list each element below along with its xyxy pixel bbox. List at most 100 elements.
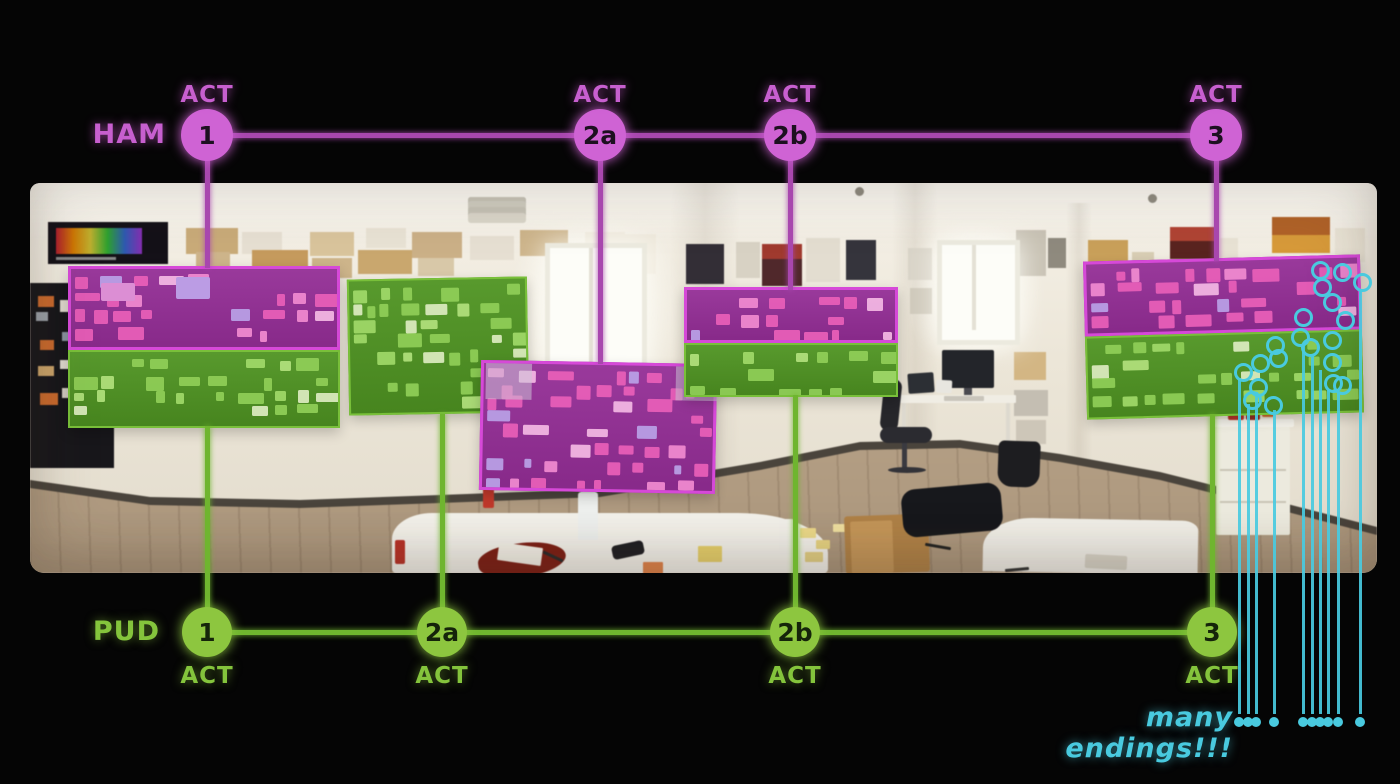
sticky-note (259, 331, 268, 343)
sticky-note (1148, 300, 1165, 313)
sticky-note (132, 358, 145, 368)
sticky-note (644, 446, 660, 458)
ending-drop-line (1318, 370, 1322, 714)
room-panorama-photo (30, 183, 1377, 573)
sticky-note (297, 390, 309, 404)
sticky-note (1091, 364, 1109, 379)
sticky-note (118, 327, 145, 341)
sticky-note (246, 358, 265, 369)
wall-art (412, 232, 462, 258)
sticky-note-orange (643, 562, 663, 573)
sticky-note (570, 444, 591, 458)
laptop-bag (900, 481, 1004, 539)
sticky-note (1224, 268, 1247, 281)
sticky-note (809, 389, 823, 395)
monitor-stand (964, 388, 972, 395)
sticky-note (618, 445, 634, 455)
sticky-note (176, 392, 185, 405)
sticky-note (512, 332, 530, 346)
sticky-note (646, 398, 673, 412)
sticky-note (251, 405, 268, 416)
bottom-timeline-connector-3 (1210, 414, 1215, 610)
ending-drop-line (1326, 390, 1330, 714)
sticky-note (1090, 283, 1105, 297)
sticky-note (690, 353, 699, 366)
sticky-note (236, 327, 252, 337)
ending-circle (1322, 352, 1342, 372)
board-act2b-green-section (684, 343, 898, 397)
sticky-note (1252, 268, 1280, 283)
sticky-note (491, 334, 502, 344)
wall-art (1016, 230, 1046, 276)
notepad (1084, 553, 1128, 571)
sticky-note (440, 287, 459, 302)
sticky-note (1158, 314, 1175, 329)
ending-drop-line (1246, 404, 1250, 714)
ending-circle (1300, 337, 1320, 357)
sticky-note (490, 318, 512, 330)
top-act-word-2b: ACT (763, 82, 817, 108)
wall-art (686, 244, 724, 284)
ceiling-vent (468, 197, 526, 223)
sticky-note (623, 386, 635, 397)
sticky-note (262, 310, 285, 320)
sticky-note (803, 331, 828, 340)
sticky-note (367, 306, 376, 318)
sticky-note (94, 310, 108, 324)
sticky-note (607, 462, 621, 475)
act-number: 2a (424, 617, 460, 647)
ending-circle (1233, 362, 1253, 382)
top-timeline-connector-1 (205, 158, 210, 268)
ending-circle (1293, 307, 1313, 327)
sticky-note (1241, 297, 1267, 308)
sticky-note (1206, 268, 1221, 283)
sticky-note (1217, 298, 1230, 312)
sticky-note (379, 304, 389, 317)
sticky-note (849, 351, 868, 361)
sticky-note (549, 396, 572, 408)
cabinet (1216, 427, 1290, 535)
ending-dot (1333, 717, 1343, 727)
wall-art (908, 248, 932, 280)
sticky-note (613, 401, 633, 413)
bottom-act-word-2a: ACT (415, 663, 469, 689)
sticky-note (1091, 316, 1109, 329)
wall-art (1014, 352, 1046, 380)
bottom-timeline-connector-2a (440, 414, 445, 610)
wall-art (186, 228, 238, 254)
trash-bin (997, 440, 1041, 488)
sticky-note (480, 302, 500, 314)
ending-drop-line (1336, 392, 1340, 714)
sticky-note (1092, 377, 1115, 389)
ending-circle (1290, 327, 1310, 347)
bottom-act-node-2b: 2b (770, 607, 820, 657)
sticky-note-yellow (833, 524, 845, 532)
act-number: 3 (1203, 617, 1221, 647)
ending-dot (1315, 717, 1325, 727)
sticky-note (1221, 372, 1233, 386)
sticky-note (720, 388, 737, 395)
sticky-note (1162, 392, 1185, 405)
board-act2b-magenta-section (684, 287, 898, 343)
top-timeline-connector-2b (788, 158, 793, 290)
bottom-act-word-1: ACT (180, 663, 234, 689)
sticky-note (74, 377, 98, 391)
sticky-note (586, 428, 609, 438)
sticky-note (380, 287, 391, 300)
sticky-note (1197, 373, 1216, 384)
top-timeline-axis (207, 133, 1216, 138)
office-chair-base (888, 467, 926, 473)
sticky-note (400, 303, 420, 316)
sticky-note (376, 351, 396, 366)
sticky-note (817, 352, 828, 364)
sticky-note (276, 294, 285, 307)
board-act2a-magenta (478, 359, 719, 495)
sticky-note (768, 298, 786, 310)
sticky-note (316, 393, 338, 403)
poster-rainbow-art (56, 228, 142, 254)
sticky-note (1117, 282, 1142, 292)
sticky-note (844, 296, 857, 309)
wall-art (736, 242, 760, 278)
sticky-note (506, 284, 520, 295)
ending-dot (1251, 717, 1261, 727)
